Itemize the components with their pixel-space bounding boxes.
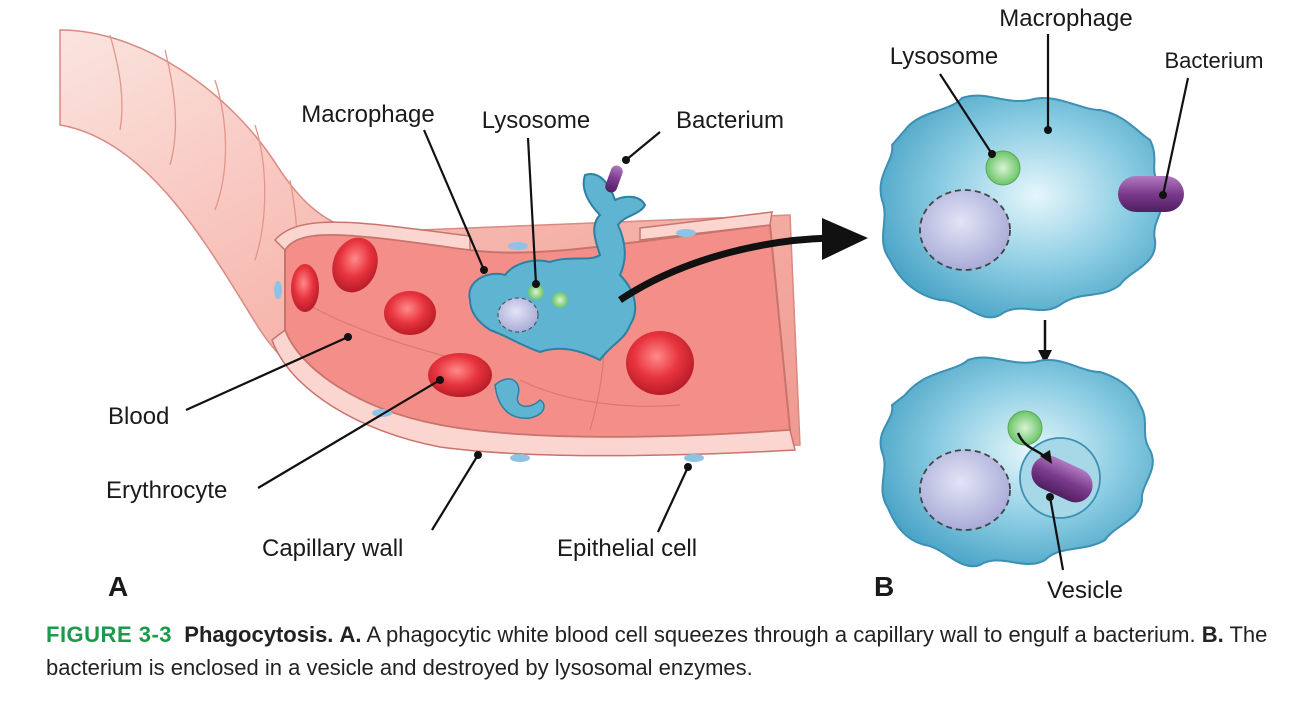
epithelial-nucleus xyxy=(676,229,696,237)
erythrocyte xyxy=(291,264,319,312)
transition-arrowhead xyxy=(822,218,868,260)
nucleus xyxy=(919,189,1011,271)
capillary-vessel xyxy=(59,29,801,462)
step-arrowhead xyxy=(1038,350,1052,364)
macrophage-b-bottom xyxy=(879,356,1154,568)
panel-letter-a: A xyxy=(108,571,128,602)
bacterium xyxy=(605,165,623,193)
erythrocyte xyxy=(626,331,694,395)
caption-b-text: The bacterium is enclosed in a vesicle a… xyxy=(46,622,1268,680)
caption-title: Phagocytosis. xyxy=(184,622,334,647)
epithelial-nucleus xyxy=(684,454,704,462)
caption-a-marker: A. xyxy=(339,622,362,647)
caption-a-text: A phagocytic white blood cell squeezes t… xyxy=(366,622,1196,647)
lysosome xyxy=(985,150,1021,186)
epithelial-nucleus xyxy=(274,281,282,299)
label-bacterium-a: Bacterium xyxy=(676,107,784,134)
epithelial-nucleus xyxy=(508,242,528,250)
lysosome xyxy=(528,284,544,300)
panel-letter-b: B xyxy=(874,571,894,602)
nucleus xyxy=(497,297,539,333)
label-vesicle: Vesicle xyxy=(1047,577,1123,604)
label-macrophage-b: Macrophage xyxy=(999,5,1132,32)
lysosome xyxy=(552,292,568,308)
caption-b-marker: B. xyxy=(1201,622,1224,647)
label-erythrocyte: Erythrocyte xyxy=(106,477,227,504)
squeezing-macrophage xyxy=(494,378,545,419)
bacterium xyxy=(1031,455,1093,503)
leader-lines-b xyxy=(939,34,1190,571)
macrophage-b-top xyxy=(879,94,1184,319)
label-macrophage-a: Macrophage xyxy=(301,101,434,128)
erythrocytes xyxy=(291,237,694,397)
erythrocyte xyxy=(428,353,492,397)
label-lysosome-a: Lysosome xyxy=(482,107,591,134)
transition-arrow xyxy=(618,234,831,303)
erythrocyte xyxy=(332,237,378,293)
phagocytosis-diagram: Macrophage Lysosome Bacterium Blood Eryt… xyxy=(59,5,1264,604)
label-lysosome-b: Lysosome xyxy=(890,43,999,70)
fusion-arrowhead xyxy=(1040,450,1052,464)
leader-lines-a xyxy=(185,129,692,533)
epithelial-nucleus xyxy=(510,454,530,462)
label-epithelial-cell: Epithelial cell xyxy=(557,535,697,562)
figure-caption: FIGURE 3-3 Phagocytosis. A. A phagocytic… xyxy=(46,618,1286,684)
label-blood: Blood xyxy=(108,403,169,430)
macrophage-a xyxy=(468,165,647,362)
bacterium xyxy=(1118,176,1184,212)
label-capillary-wall: Capillary wall xyxy=(262,535,403,562)
erythrocyte xyxy=(384,291,436,335)
lysosome xyxy=(1007,410,1043,446)
label-bacterium-b: Bacterium xyxy=(1164,48,1263,73)
nucleus xyxy=(919,449,1011,531)
figure-label: FIGURE 3-3 xyxy=(46,622,173,647)
